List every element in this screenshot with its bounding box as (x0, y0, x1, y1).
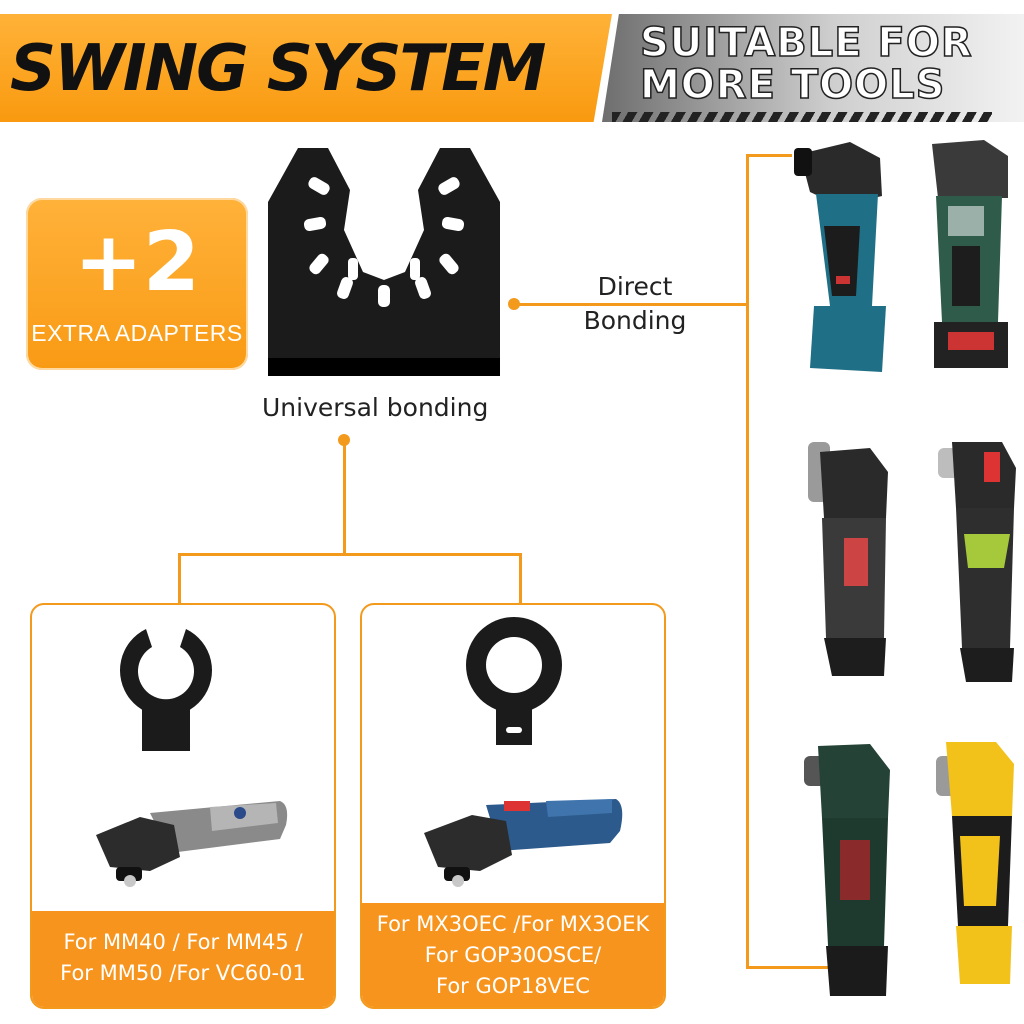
panel-1-line-2: For MM50 /For VC60-01 (60, 961, 306, 985)
connector-universal-right-drop (519, 553, 522, 605)
panel-2-line-1: For MX3OEC /For MX3OEK (376, 912, 650, 936)
open-ring-adapter-icon (120, 629, 212, 751)
panel-2-line-3: For GOP18VEC (436, 974, 590, 998)
connector-direct-vertical (746, 154, 749, 968)
connector-direct-horizontal (514, 303, 748, 306)
multitool-green-image (932, 140, 1008, 368)
adapter-panel-2: For MX3OEC /For MX3OEK For GOP30OSCE/ Fo… (360, 603, 666, 1009)
universal-bonding-label: Universal bonding (262, 393, 489, 422)
adapter-panel-1: For MM40 / For MM45 / For MM50 /For VC60… (30, 603, 336, 1009)
saw-blade-icon (268, 148, 500, 376)
panel-1-models: For MM40 / For MM45 / For MM50 /For VC60… (32, 911, 334, 1007)
connector-universal-left-drop (178, 553, 181, 605)
header-title-banner (0, 14, 612, 122)
panel-2-line-2: For GOP30OSCE/ (424, 943, 602, 967)
subtitle-line-2: MORE TOOLS (639, 62, 946, 108)
connector-universal-vertical (343, 440, 346, 555)
direct-bonding-line-1: Direct (597, 272, 673, 301)
subtitle-line-1: SUITABLE FOR (639, 20, 973, 66)
multitool-blue-image (424, 799, 623, 887)
connector-direct-bottom (746, 966, 830, 969)
extra-adapters-badge: +2 EXTRA ADAPTERS (26, 198, 248, 370)
header-stripes (612, 112, 992, 122)
multitool-darkgreen-image (804, 744, 890, 996)
connector-universal-horizontal (178, 553, 522, 556)
header-subtitle-banner (602, 14, 1024, 122)
connector-direct-top (746, 154, 792, 157)
multitool-gray-black-image (808, 442, 888, 676)
multitool-lime-image (938, 442, 1016, 682)
multitool-teal-image (794, 142, 886, 372)
multitool-yellow-image (936, 742, 1014, 984)
badge-label: EXTRA ADAPTERS (31, 320, 243, 346)
header-subtitle: SUITABLE FOR MORE TOOLS (639, 20, 1000, 108)
panel-2-models: For MX3OEC /For MX3OEK For GOP30OSCE/ Fo… (362, 903, 664, 1007)
panel-1-line-1: For MM40 / For MM45 / (63, 930, 303, 954)
badge-count: +2 (74, 215, 200, 310)
multitool-gray-image (96, 801, 288, 887)
direct-bonding-line-2: Bonding (583, 306, 687, 335)
page-title: SWING SYSTEM (10, 32, 546, 106)
direct-bonding-label: Direct Bonding (560, 270, 710, 338)
closed-ring-adapter-icon (466, 617, 562, 745)
